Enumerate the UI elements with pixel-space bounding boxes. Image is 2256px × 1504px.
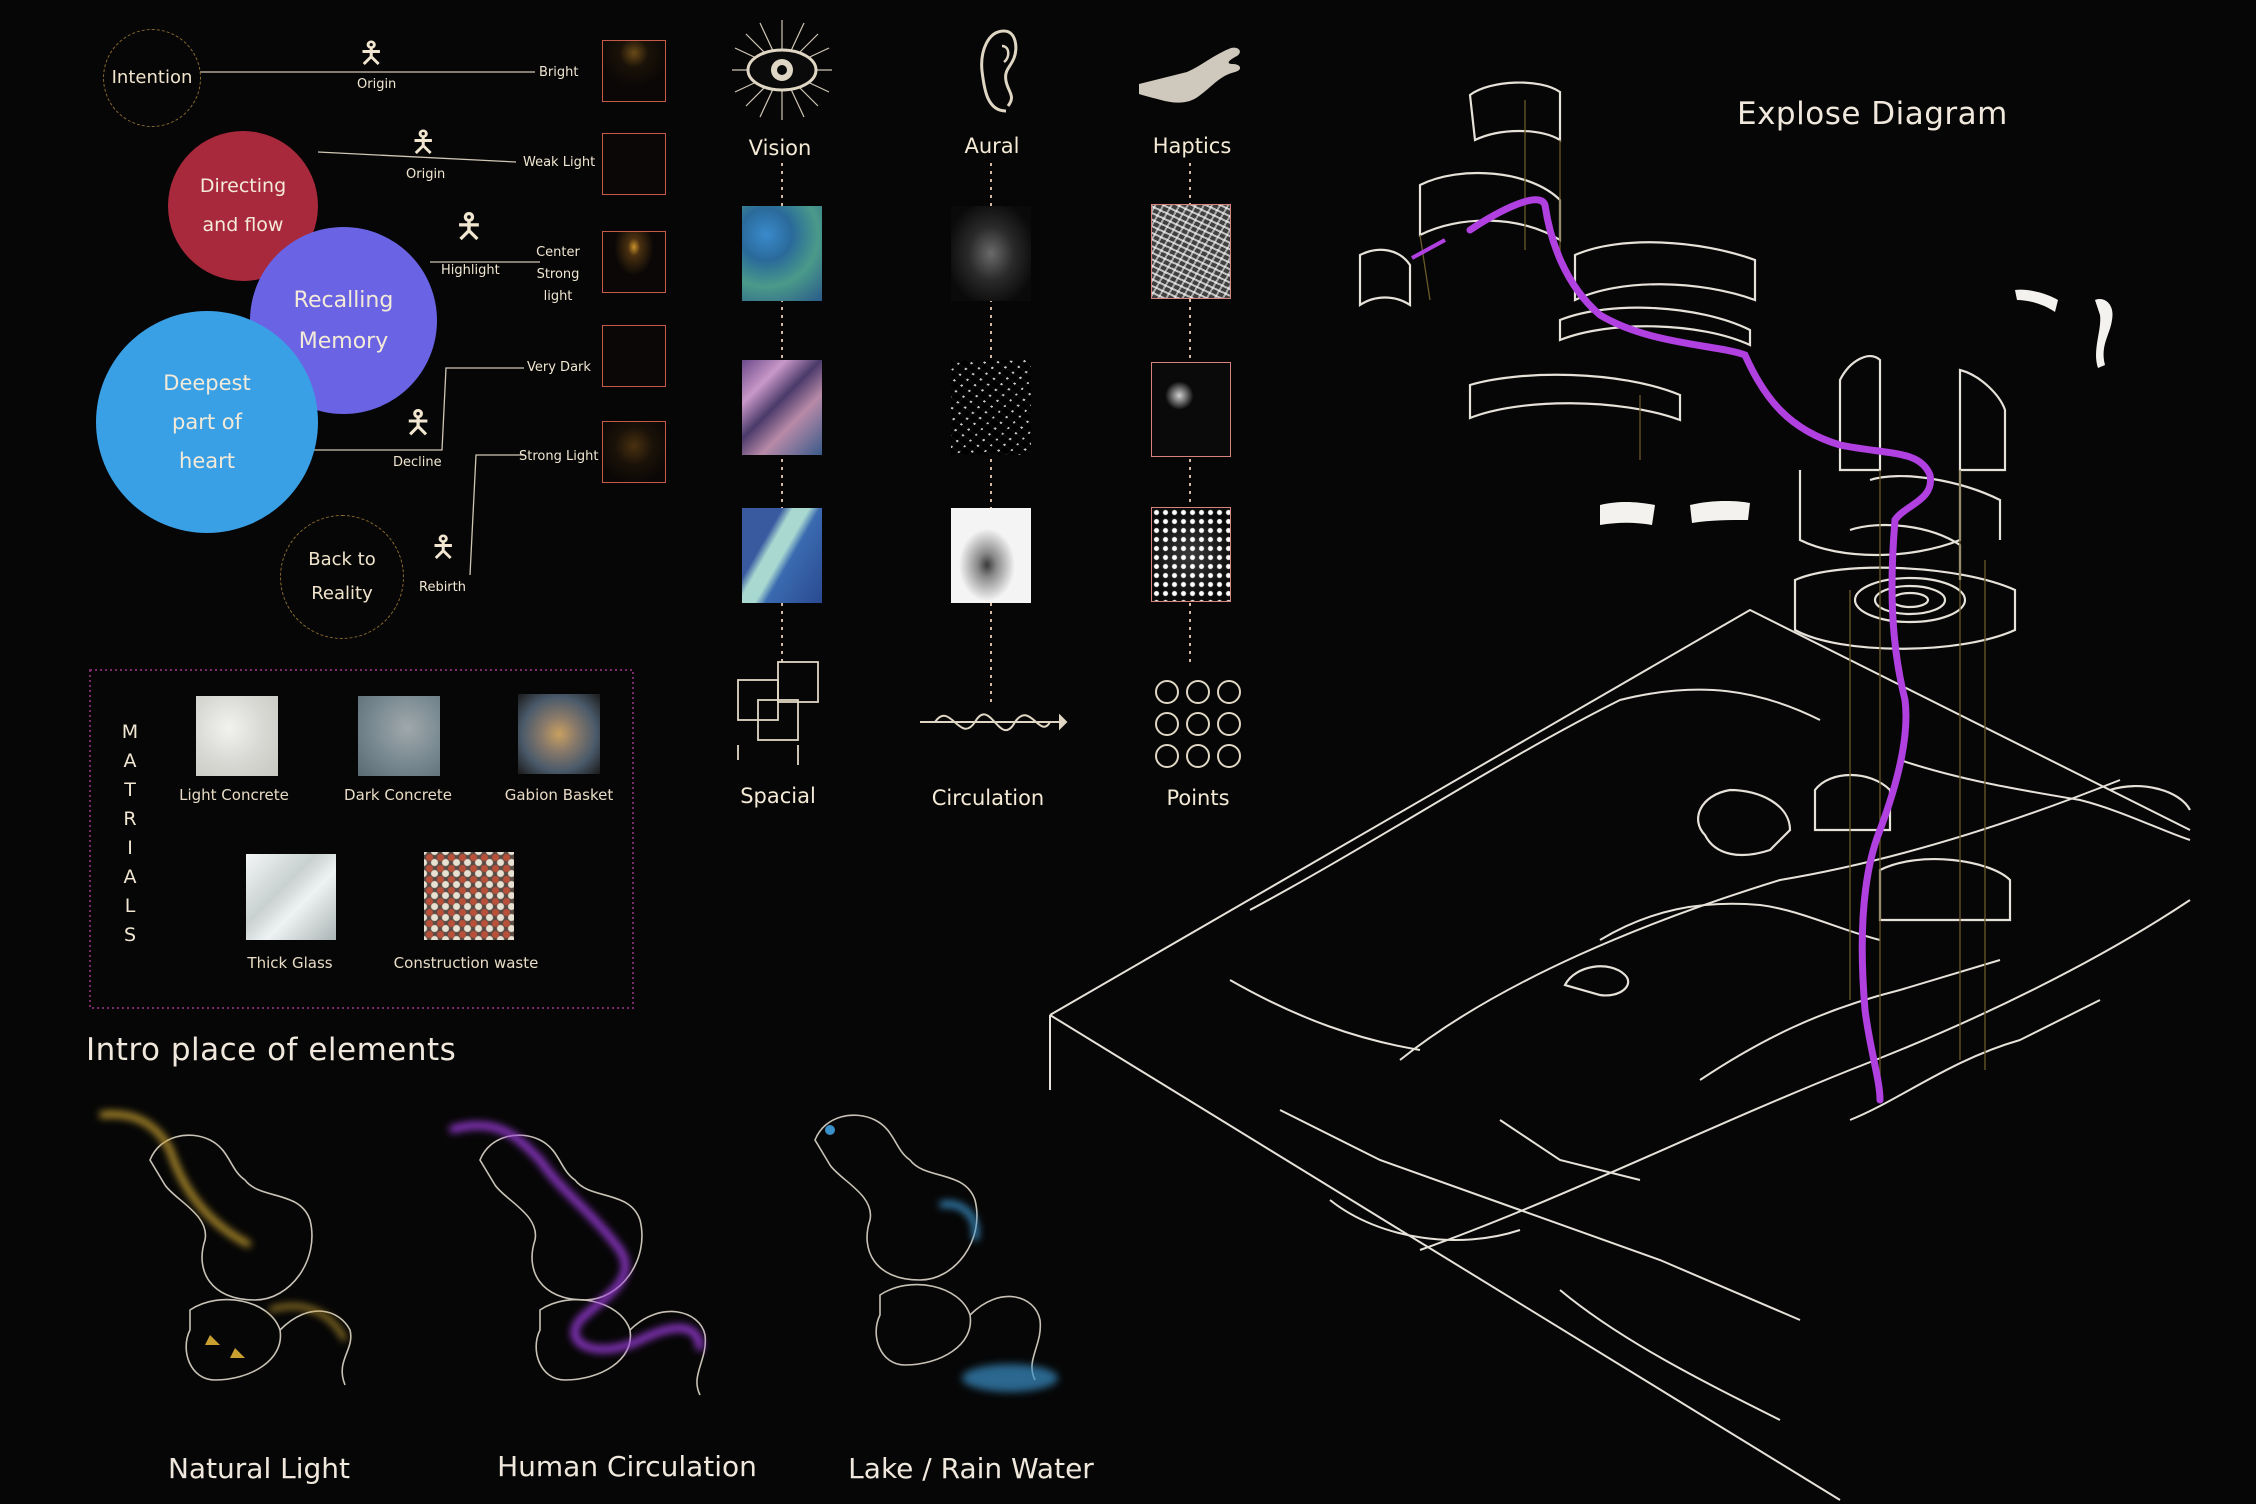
points-icon [1155, 680, 1241, 768]
spacial-label: Spacial [740, 784, 816, 808]
materials-letter-a: A [123, 750, 137, 772]
material-label-thick-glass: Thick Glass [247, 954, 333, 972]
material-label-gabion-basket: Gabion Basket [504, 786, 614, 804]
material-thick-glass-swatch [246, 854, 336, 940]
material-label-light-concrete: Light Concrete [179, 786, 289, 804]
terrain-wireframe [1049, 608, 2191, 1501]
intention-node: Intention [103, 29, 201, 127]
intro-lake-water-shape [814, 1114, 1058, 1392]
intro-natural-light-shape [99, 1111, 352, 1386]
light-label-center-strong: Center Strong light [536, 245, 580, 304]
haptics-tile-straw [1151, 204, 1231, 299]
materials-letter-r: R [123, 808, 137, 830]
caption-human-circulation: Human Circulation [497, 1450, 757, 1483]
vertical-guides [1419, 100, 1986, 1080]
materials-letter-t: T [124, 779, 136, 801]
figure-origin-2-icon: 🯅 [410, 125, 437, 160]
figure-label-decline: Decline [393, 455, 442, 470]
deepest-label: Deepest part of heart [163, 370, 251, 473]
figure-label-highlight: Highlight [441, 263, 500, 278]
directing-label: Directing and flow [199, 175, 287, 236]
materials-letter-m: M [121, 721, 139, 743]
light-label-bright: Bright [539, 65, 579, 80]
intro-title: Intro place of elements [86, 1032, 457, 1068]
figure-label-origin: Origin [357, 77, 397, 92]
back-to-reality-node: Back to Reality [280, 515, 404, 639]
caption-lake-rain-water: Lake / Rain Water [848, 1452, 1094, 1485]
circulation-label: Circulation [931, 786, 1045, 810]
figure-rebirth-icon: 🯅 [430, 530, 457, 565]
materials-letter-s: S [123, 924, 137, 946]
material-dark-concrete-swatch [358, 696, 440, 776]
deepest-bubble: Deepest part of heart [96, 311, 318, 533]
light-label-very-dark: Very Dark [527, 360, 591, 375]
ear-icon [976, 26, 1020, 116]
haptics-tile-dots [1151, 507, 1231, 602]
light-box-strong [602, 421, 666, 483]
figure-origin-icon: 🯅 [358, 36, 385, 71]
light-label-weak: Weak Light [523, 155, 596, 170]
intention-label: Intention [111, 67, 193, 88]
material-construction-waste-swatch [424, 852, 514, 940]
light-box-very-dark [602, 325, 666, 387]
explose-title: Explose Diagram [1737, 96, 2008, 132]
material-gabion-basket-swatch [518, 694, 600, 774]
figure-label-rebirth: Rebirth [419, 580, 466, 595]
white-pieces [1600, 289, 2113, 525]
spacial-icon [737, 661, 819, 765]
vision-label: Vision [748, 136, 812, 160]
circulation-icon [920, 713, 1068, 732]
figure-highlight-icon: 🯅 [454, 207, 484, 247]
flow-connectors [200, 71, 540, 576]
explode-purple-path [1466, 196, 1934, 1104]
haptics-tile-bubbles [1151, 362, 1231, 457]
recalling-label: Recalling Memory [293, 287, 394, 354]
vision-tile-blue-beam [742, 508, 822, 603]
material-light-concrete-swatch [196, 696, 278, 776]
light-label-strong: Strong Light [519, 449, 599, 464]
eye-icon [730, 18, 834, 122]
caption-natural-light: Natural Light [167, 1452, 351, 1485]
light-box-center-strong [602, 231, 666, 293]
figure-label-origin-2: Origin [406, 167, 446, 182]
explode-purple-tail [1411, 238, 1446, 260]
back-to-reality-label: Back to Reality [308, 549, 376, 604]
aural-tile-cracks [951, 360, 1031, 455]
intro-human-circulation-shape [448, 1122, 707, 1396]
points-label: Points [1166, 786, 1230, 810]
haptics-label: Haptics [1152, 134, 1232, 158]
materials-letter-l: L [124, 895, 136, 917]
material-label-construction-waste: Construction waste [393, 954, 539, 972]
material-label-dark-concrete: Dark Concrete [344, 786, 452, 804]
aural-label: Aural [964, 134, 1020, 158]
materials-frame [89, 669, 634, 1009]
figure-decline-icon: 🯅 [404, 403, 433, 441]
vision-tile-water-blue [742, 206, 822, 301]
light-box-bright [602, 40, 666, 102]
aural-tile-smoke [951, 206, 1031, 301]
materials-letter-a-2: A [123, 866, 137, 888]
aural-tile-ink [951, 508, 1031, 603]
light-box-weak [602, 133, 666, 195]
hand-icon [1135, 42, 1247, 110]
vision-tile-refraction [742, 360, 822, 455]
materials-letter-i: I [127, 837, 133, 859]
